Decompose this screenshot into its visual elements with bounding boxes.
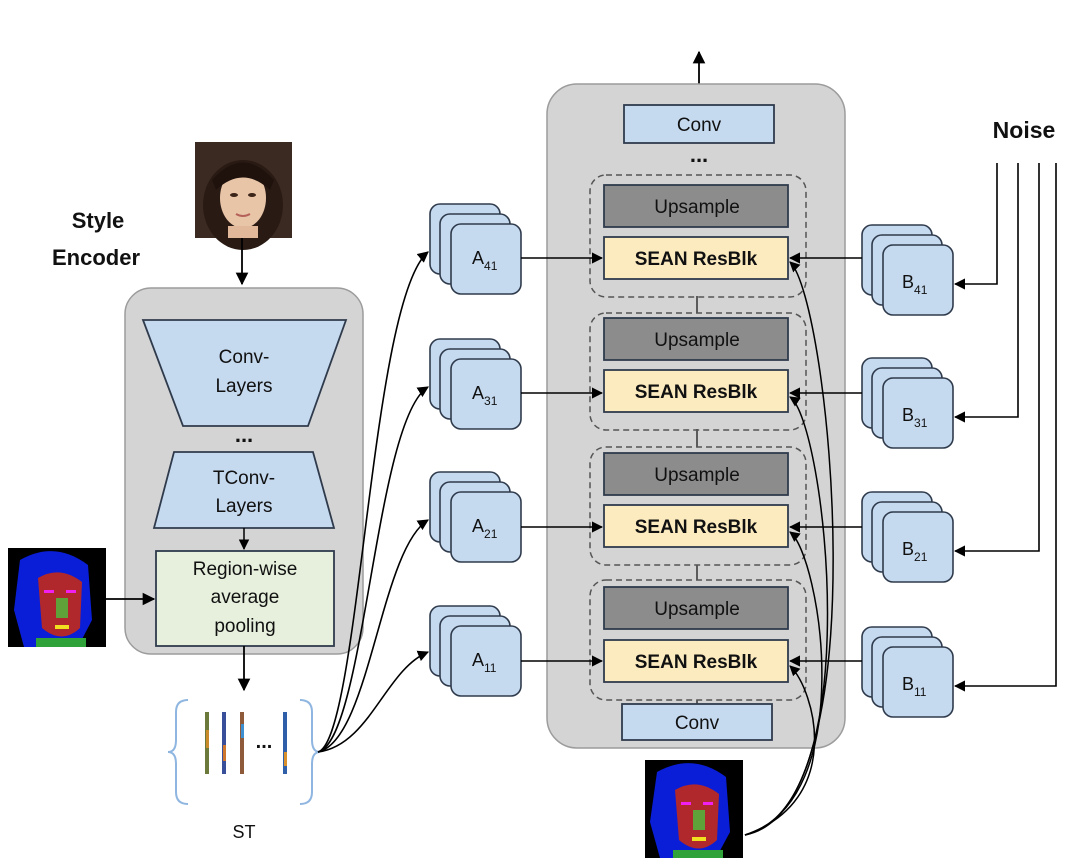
generator-stage-4: Upsample SEAN ResBlk bbox=[589, 174, 807, 298]
upsample-label: Upsample bbox=[654, 330, 740, 351]
style-encoder-title-line2: Encoder bbox=[52, 245, 140, 270]
conv-layers-label-line2: Layers bbox=[215, 376, 272, 397]
a-block-31-label: A bbox=[472, 383, 484, 403]
b-block-41-subscript: 41 bbox=[914, 283, 928, 297]
upsample-label: Upsample bbox=[654, 197, 740, 218]
b-block-stack: B41 B31 B21 B11 bbox=[861, 224, 954, 718]
style-vector bbox=[283, 712, 287, 774]
a-block-stack: A41 A31 A21 A11 bbox=[429, 203, 522, 697]
a-block-11: A11 bbox=[429, 605, 522, 697]
svg-text:A11: A11 bbox=[472, 650, 497, 675]
a-block-31-subscript: 31 bbox=[484, 394, 498, 408]
mask-to-resblk-connections bbox=[744, 261, 834, 836]
sean-resblk-label: SEAN ResBlk bbox=[635, 517, 758, 538]
svg-text:B11: B11 bbox=[902, 674, 927, 699]
generator: Conv ... Upsample SEAN ResBlk Upsample S… bbox=[546, 50, 846, 749]
upsample-block bbox=[603, 452, 789, 496]
upsample-block bbox=[603, 586, 789, 630]
style-matrix: ... ST bbox=[167, 699, 321, 842]
noise-label: Noise bbox=[993, 117, 1056, 143]
svg-text:A41: A41 bbox=[472, 248, 498, 273]
upsample-label: Upsample bbox=[654, 599, 740, 620]
b-block-11: B11 bbox=[861, 626, 954, 718]
upsample-block bbox=[603, 184, 789, 228]
svg-text:B31: B31 bbox=[902, 405, 928, 430]
pooling-label-line2: average bbox=[211, 587, 280, 608]
upsample-block bbox=[603, 317, 789, 361]
b-block-31-subscript: 31 bbox=[914, 416, 928, 430]
svg-text:A21: A21 bbox=[472, 516, 498, 541]
a-block-11-subscript: 11 bbox=[484, 661, 497, 675]
generator-stage-2: Upsample SEAN ResBlk bbox=[589, 446, 807, 566]
sean-resblk-block bbox=[603, 639, 789, 683]
st-label: ST bbox=[232, 822, 255, 842]
a-block-21-subscript: 21 bbox=[484, 527, 498, 541]
noise-connections bbox=[953, 163, 1057, 692]
top-conv-label: Conv bbox=[677, 115, 722, 136]
b-block-41-label: B bbox=[902, 272, 914, 292]
a-block-21-label: A bbox=[472, 516, 484, 536]
a-block-41-label: A bbox=[472, 248, 484, 268]
generator-ellipsis: ... bbox=[690, 142, 708, 167]
tconv-layers-label-line1: TConv- bbox=[213, 468, 275, 489]
conv-layers-block bbox=[141, 319, 348, 427]
sean-resblk-label: SEAN ResBlk bbox=[635, 382, 758, 403]
segmentation-mask-input bbox=[8, 548, 106, 647]
b-block-11-subscript: 11 bbox=[914, 685, 927, 699]
st-right-brace bbox=[299, 699, 321, 805]
encoder-ellipsis: ... bbox=[235, 422, 253, 447]
st-left-brace bbox=[167, 699, 189, 805]
segmentation-mask-generator-input bbox=[645, 760, 743, 858]
st-to-a-connections bbox=[317, 251, 430, 753]
tconv-layers-block bbox=[152, 451, 336, 529]
b-block-41: B41 bbox=[861, 224, 954, 316]
st-ellipsis: ... bbox=[256, 731, 273, 753]
generator-stage-1: Upsample SEAN ResBlk bbox=[589, 579, 807, 701]
a-block-31: A31 bbox=[429, 338, 522, 430]
sean-resblk-block bbox=[603, 504, 789, 548]
pooling-label-line1: Region-wise bbox=[193, 559, 298, 580]
b-to-resblk-arrows bbox=[788, 252, 862, 667]
b-block-21-label: B bbox=[902, 539, 914, 559]
sean-resblk-label: SEAN ResBlk bbox=[635, 249, 758, 270]
svg-text:A31: A31 bbox=[472, 383, 498, 408]
b-block-31: B31 bbox=[861, 357, 954, 449]
style-vector bbox=[222, 712, 226, 774]
a-block-21: A21 bbox=[429, 471, 522, 563]
conv-layers-label-line1: Conv- bbox=[219, 347, 270, 368]
a-block-11-label: A bbox=[472, 650, 484, 670]
svg-text:B21: B21 bbox=[902, 539, 928, 564]
pooling-label-line3: pooling bbox=[214, 616, 275, 637]
top-conv-block bbox=[623, 104, 775, 144]
b-block-31-label: B bbox=[902, 405, 914, 425]
upsample-label: Upsample bbox=[654, 465, 740, 486]
sean-resblk-block bbox=[603, 369, 789, 413]
sean-resblk-label: SEAN ResBlk bbox=[635, 652, 758, 673]
tconv-layers-label-line2: Layers bbox=[215, 496, 272, 517]
generator-stage-3: Upsample SEAN ResBlk bbox=[589, 312, 807, 431]
bottom-conv-label: Conv bbox=[675, 713, 720, 734]
style-image bbox=[195, 142, 292, 250]
svg-text:B41: B41 bbox=[902, 272, 928, 297]
a-block-41-subscript: 41 bbox=[484, 259, 498, 273]
region-wise-pooling-block bbox=[155, 550, 335, 647]
a-block-41: A41 bbox=[429, 203, 522, 295]
style-encoder: Style Encoder Conv- Layers ... TConv- La… bbox=[8, 142, 364, 692]
b-block-21: B21 bbox=[861, 491, 954, 583]
b-block-21-subscript: 21 bbox=[914, 550, 928, 564]
style-vector bbox=[240, 712, 244, 774]
b-block-11-label: B bbox=[902, 674, 914, 694]
bottom-conv-block bbox=[621, 703, 773, 741]
a-to-resblk-arrows bbox=[521, 252, 604, 667]
sean-resblk-block bbox=[603, 236, 789, 280]
style-encoder-title-line1: Style bbox=[72, 208, 125, 233]
